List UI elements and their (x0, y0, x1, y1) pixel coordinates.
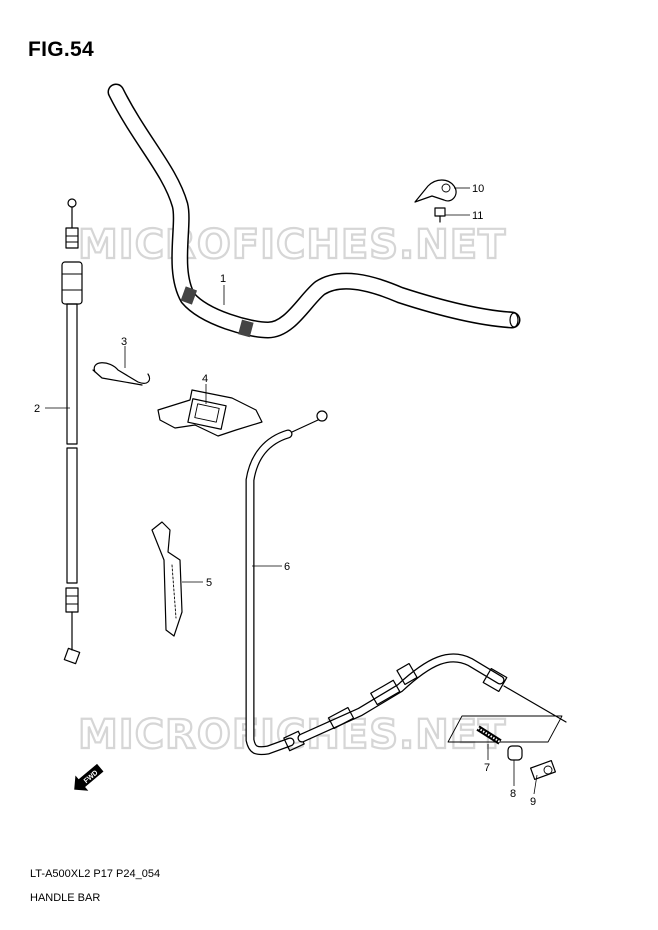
fwd-arrow-icon: FWD (74, 763, 104, 791)
bolt-part (434, 207, 446, 223)
leader-lines (45, 187, 538, 795)
callout-7: 7 (484, 762, 490, 774)
cable-part-left (61, 198, 83, 665)
callout-9: 9 (530, 796, 536, 808)
watermark-top: MICROFICHES.NET (78, 222, 506, 268)
callout-2: 2 (34, 403, 40, 415)
callout-8: 8 (510, 788, 516, 800)
spring-part (476, 725, 502, 745)
handle-bar-part (107, 83, 521, 339)
callout-4: 4 (202, 373, 208, 385)
callout-11: 11 (472, 210, 483, 222)
tie-strap-part (151, 521, 183, 637)
bracket-part (157, 389, 263, 437)
figure-title: FIG.54 (28, 38, 94, 61)
clamp-part (414, 179, 457, 203)
figure-code: LT-A500XL2 P17 P24_054 (30, 868, 161, 880)
watermark-bottom: MICROFICHES.NET (78, 712, 506, 758)
figure-name: HANDLE BAR (30, 892, 101, 904)
detail-panel (447, 715, 563, 743)
callout-1: 1 (220, 273, 226, 285)
adjuster-part (530, 759, 556, 781)
callout-3: 3 (121, 336, 127, 348)
throttle-cable-part (245, 410, 567, 756)
sleeve-part (507, 745, 523, 761)
clip-part (92, 362, 151, 386)
callout-10: 10 (472, 183, 484, 195)
callout-5: 5 (206, 577, 212, 589)
callout-6: 6 (284, 561, 290, 573)
